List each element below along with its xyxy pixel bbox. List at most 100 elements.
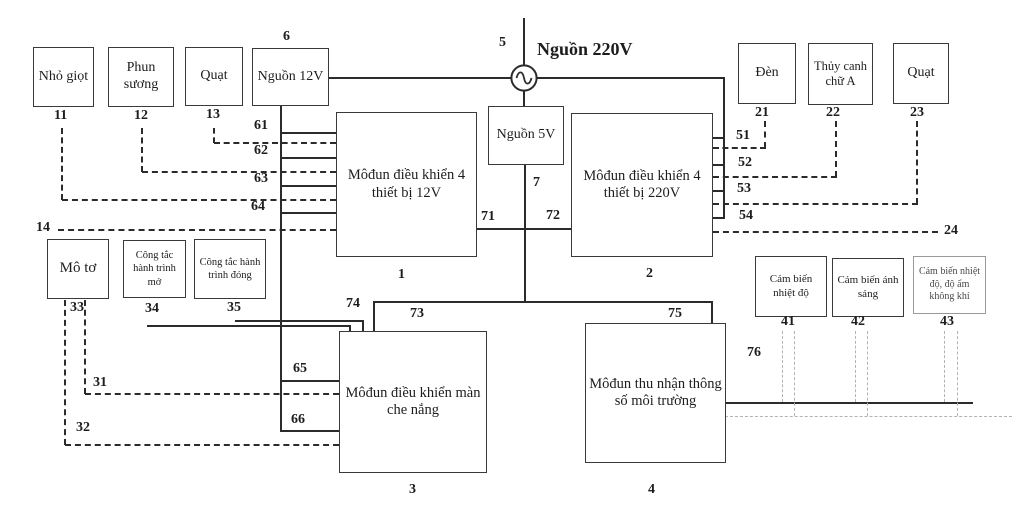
module2-box: Môđun điều khiển 4 thiết bị 220V: [571, 113, 713, 257]
wire-65-label: 65: [293, 361, 307, 376]
motor-box: Mô tơ: [47, 239, 109, 299]
wire-ac-to-5v: [523, 91, 525, 106]
wire-13-drop: [213, 128, 215, 143]
sensor-humid-label: Cảm biến nhiệt độ, độ ẩm không khí: [918, 266, 981, 303]
switch-close-box: Công tắc hành trình đóng: [194, 239, 266, 299]
wire-53-dashed: [713, 203, 918, 205]
wire-63: [281, 185, 336, 187]
wire-52-label: 52: [738, 155, 752, 170]
wire-61: [281, 132, 336, 134]
sensor-43-drop-b: [957, 331, 958, 416]
module3-box: Môđun điều khiển màn che nắng: [339, 331, 487, 473]
wire-61-label: 61: [254, 118, 268, 133]
wire-65: [281, 380, 339, 382]
device-mist-box: Phun sương: [108, 47, 174, 107]
wire-sw-open-drop: [349, 325, 351, 332]
wire-54-label: 54: [739, 208, 753, 223]
module1-num: 1: [398, 267, 405, 282]
wire-54: [713, 217, 724, 219]
wire-11-drop: [61, 128, 63, 200]
module4-num: 4: [648, 482, 655, 497]
sensor-42-drop-b: [867, 331, 868, 416]
switch-open-box: Công tắc hành trình mở: [123, 240, 186, 298]
device-lamp-box: Đèn: [738, 43, 796, 104]
sensor-42-drop-a: [855, 331, 856, 402]
device-lamp-label: Đèn: [755, 65, 779, 81]
module2-label: Môđun điều khiển 4 thiết bị 220V: [583, 167, 701, 201]
wire-64-label: 64: [251, 199, 265, 214]
module1-label: Môđun điều khiển 4 thiết bị 12V: [347, 167, 466, 201]
wire-71-label: 71: [481, 209, 495, 224]
ac-source-icon: [510, 64, 538, 92]
wire-23-drop: [916, 121, 918, 204]
rail-12v: [280, 106, 282, 432]
wire-5v-down: [524, 165, 526, 303]
wire-63-dashed: [62, 199, 336, 201]
wire-32-label: 32: [76, 420, 90, 435]
wire-12-drop: [141, 128, 143, 172]
wire-52: [713, 164, 724, 166]
wire-75-label: 75: [668, 306, 682, 321]
motor-num: 33: [70, 300, 84, 315]
wire-75-drop: [711, 301, 713, 323]
wire-54-dashed: [713, 231, 938, 233]
wire-motor-left-drop: [64, 300, 66, 445]
sensor-humid-num: 43: [940, 314, 954, 329]
wire-62-dashed: [142, 171, 336, 173]
wire-14-label: 14: [36, 220, 50, 235]
sensor-humid-box: Cảm biến nhiệt độ, độ ẩm không khí: [913, 256, 986, 314]
psu-12v-label: Nguồn 12V: [257, 68, 324, 84]
wire-ac-to-rail: [537, 77, 724, 79]
module2-num: 2: [646, 266, 653, 281]
wire-32-dashed: [65, 444, 339, 446]
switch-close-label: Công tắc hành trình đóng: [199, 256, 261, 281]
wire-sw-close-drop: [362, 320, 364, 331]
switch-open-label: Công tắc hành trình mở: [133, 250, 176, 288]
module3-num: 3: [409, 482, 416, 497]
device-fan-left-label: Quạt: [200, 68, 228, 84]
wire-76-label: 76: [747, 345, 761, 360]
device-fan-left-box: Quạt: [185, 47, 243, 106]
module3-label: Môđun điều khiển màn che nắng: [345, 384, 481, 418]
device-drip-num: 11: [54, 108, 68, 123]
sensor-43-drop-a: [944, 331, 945, 402]
wire-73-75: [373, 301, 713, 303]
psu-5v-label: Nguồn 5V: [496, 127, 556, 143]
sensor-light-label: Cảm biến ánh sáng: [837, 273, 899, 300]
wire-5-label: 5: [499, 35, 506, 50]
sensor-light-num: 42: [851, 314, 865, 329]
wire-53: [713, 190, 724, 192]
wire-73-label: 73: [410, 306, 424, 321]
psu-5v-box: Nguồn 5V: [488, 106, 564, 165]
device-mist-num: 12: [134, 108, 148, 123]
wire-24-label: 24: [944, 223, 958, 238]
switch-close-num: 35: [227, 300, 241, 315]
psu-12v-box: Nguồn 12V: [252, 48, 329, 106]
wire-72-label: 72: [546, 208, 560, 223]
wire-sw-open: [147, 325, 351, 327]
wire-51-dashed: [713, 147, 766, 149]
wire-31-label: 31: [93, 375, 107, 390]
device-fan-right-num: 23: [910, 105, 924, 120]
wire-64-dashed: [58, 229, 336, 231]
wire-51-label: 51: [736, 128, 750, 143]
device-hydro-num: 22: [826, 105, 840, 120]
wire-21-drop: [764, 121, 766, 148]
device-drip-label: Nhỏ giọt: [38, 68, 89, 84]
wire-74-label: 74: [346, 296, 360, 311]
wire-73-drop: [373, 301, 375, 331]
wire-22-drop: [835, 121, 837, 177]
wire-52-dashed: [713, 176, 837, 178]
sensor-light-box: Cảm biến ánh sáng: [832, 258, 904, 317]
wire-31-dashed: [85, 393, 339, 395]
sensor-temp-label: Cảm biến nhiệt độ: [769, 272, 813, 299]
wire-71-72: [477, 228, 571, 230]
wire-motor-right-drop: [84, 300, 86, 394]
wire-sw-close: [235, 320, 364, 322]
wire-12v-to-ac: [329, 77, 511, 79]
device-drip-box: Nhỏ giọt: [33, 47, 94, 107]
device-fan-left-num: 13: [206, 107, 220, 122]
wire-63-label: 63: [254, 171, 268, 186]
device-mist-label: Phun sương: [123, 60, 159, 92]
